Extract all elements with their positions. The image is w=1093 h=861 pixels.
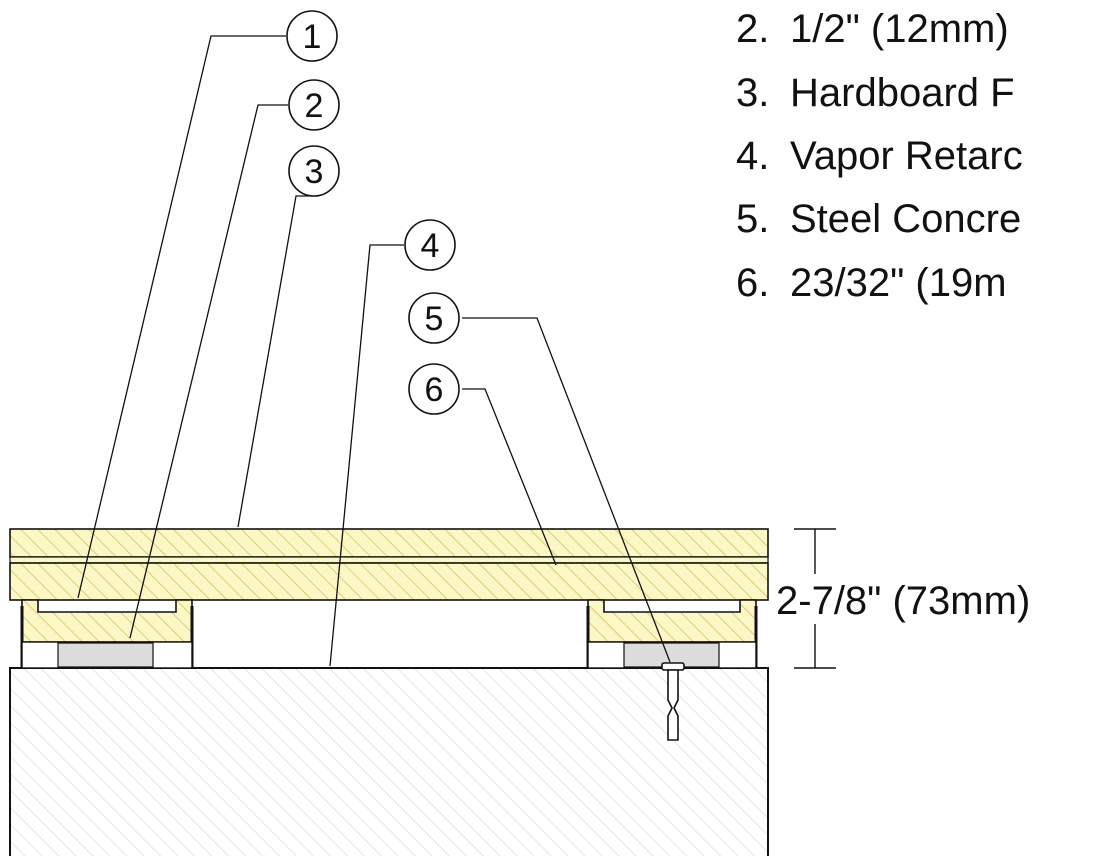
callout-4-label: 4 bbox=[421, 227, 440, 265]
legend-number-3: 3. bbox=[736, 71, 769, 115]
legend-number-4: 4. bbox=[736, 134, 769, 178]
callout-6: 6 bbox=[408, 363, 460, 415]
callout-1: 1 bbox=[286, 10, 338, 62]
callout-2-label: 2 bbox=[305, 87, 324, 125]
leader-line-6 bbox=[462, 388, 557, 566]
height-dimension: 2-7/8" (73mm) bbox=[776, 528, 1030, 669]
dimension-label: 2-7/8" (73mm) bbox=[776, 579, 1030, 623]
callout-5: 5 bbox=[408, 292, 460, 344]
legend-number-6: 6. bbox=[736, 261, 769, 305]
callout-3: 3 bbox=[288, 145, 340, 197]
callout-4: 4 bbox=[404, 219, 456, 271]
underlay-layer bbox=[9, 556, 769, 564]
leader-line-2 bbox=[129, 104, 288, 639]
callout-1-label: 1 bbox=[303, 18, 322, 56]
right-sleeper bbox=[587, 599, 757, 643]
legend-text-3: Hardboard F bbox=[790, 71, 1015, 115]
legend-text-2: 1/2" (12mm) bbox=[790, 7, 1009, 51]
legend-text-4: Vapor Retarc bbox=[790, 134, 1023, 178]
callout-2: 2 bbox=[288, 79, 340, 131]
leader-line-5 bbox=[462, 317, 671, 663]
callout-3-label: 3 bbox=[305, 153, 324, 191]
callout-6-label: 6 bbox=[425, 371, 444, 409]
legend-number-2: 2. bbox=[736, 7, 769, 51]
legend-text-6: 23/32" (19m bbox=[790, 261, 1007, 305]
legend: 2. 1/2" (12mm) 3. Hardboard F 4. Vapor R… bbox=[736, 7, 1023, 305]
left-pad-insert bbox=[57, 642, 154, 668]
leader-line-3 bbox=[237, 195, 310, 528]
legend-number-5: 5. bbox=[736, 197, 769, 241]
concrete-nail-icon bbox=[661, 662, 685, 741]
hardboard-layer bbox=[9, 528, 769, 558]
leader-line-1 bbox=[77, 35, 286, 599]
concrete-slab bbox=[9, 667, 769, 861]
leader-line-4 bbox=[329, 244, 404, 667]
callout-5-label: 5 bbox=[425, 300, 444, 338]
plywood-layer bbox=[9, 562, 769, 601]
legend-text-5: Steel Concre bbox=[790, 197, 1021, 241]
left-sleeper bbox=[21, 599, 193, 643]
